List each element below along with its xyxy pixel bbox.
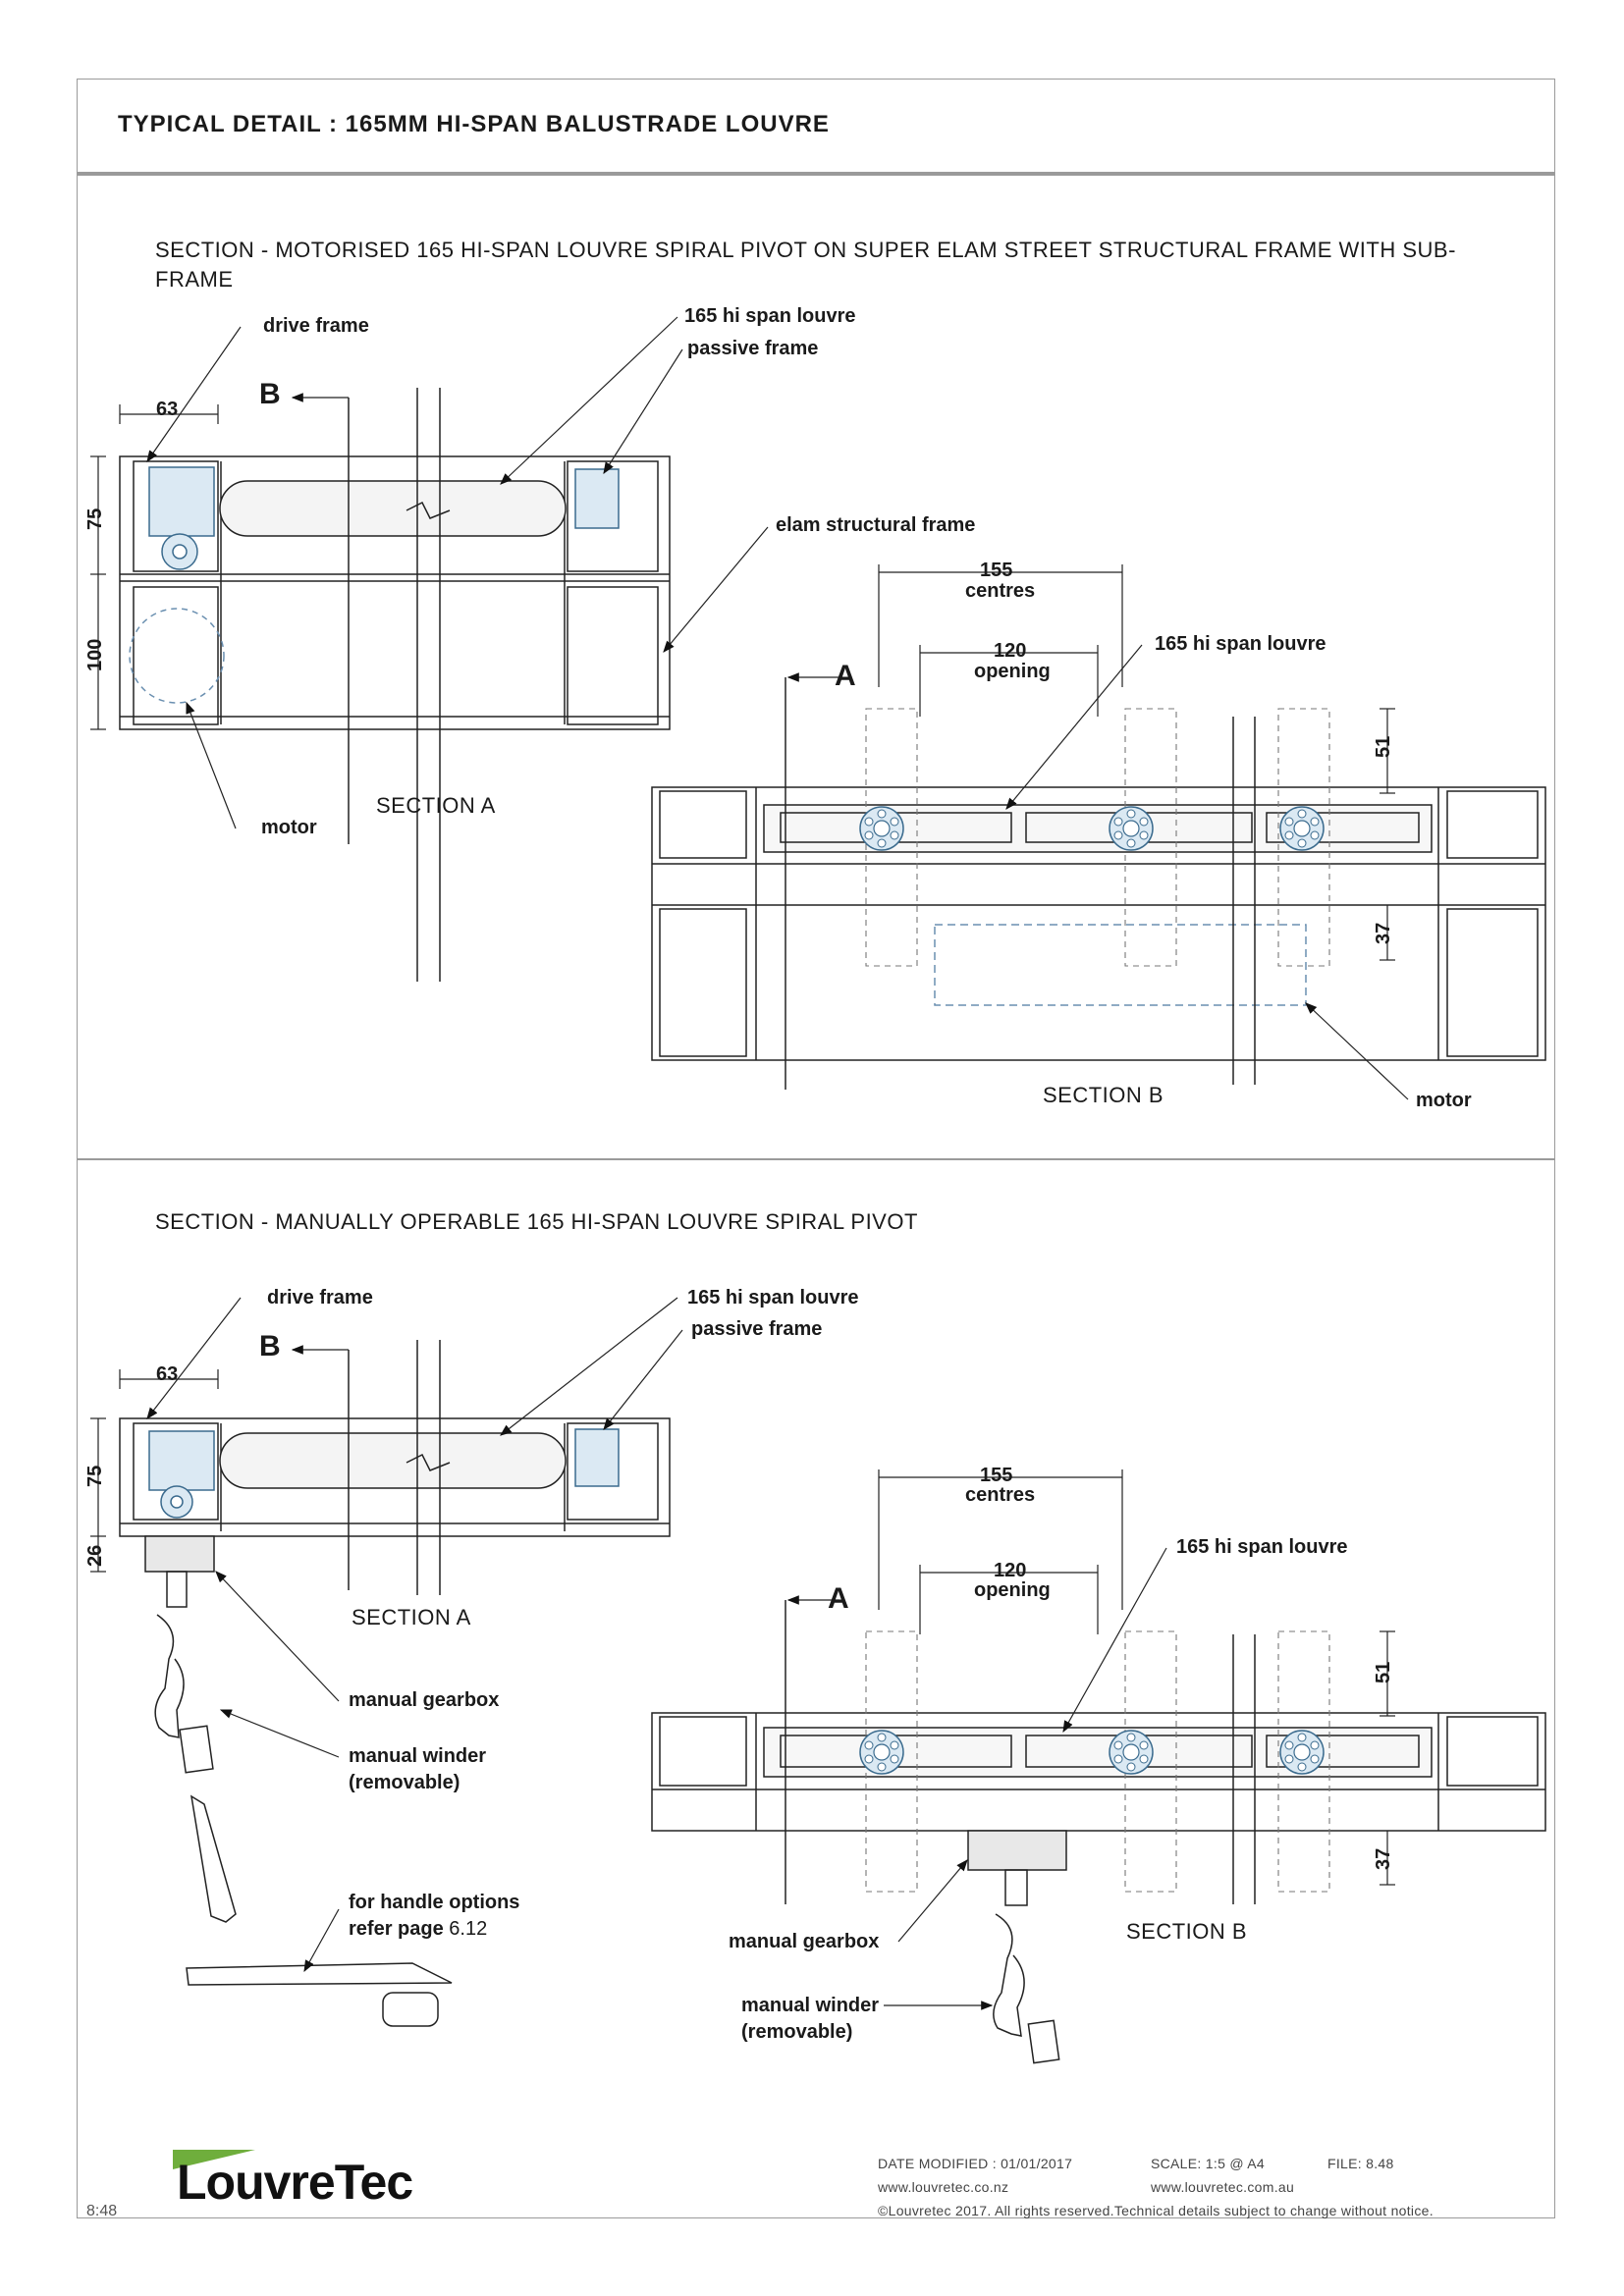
marker-a: A <box>835 660 856 692</box>
footer-web-nz[interactable]: www.louvretec.co.nz <box>878 2179 1009 2195</box>
label-hi-span-louvre: 165 hi span louvre <box>684 305 856 327</box>
label-refer-page-number: 6.12 <box>449 1918 488 1940</box>
dim-37: 37 <box>1373 922 1394 944</box>
marker-b: B <box>259 378 281 410</box>
footer-file: FILE: 8.48 <box>1327 2156 1394 2171</box>
dim-75-2: 75 <box>84 1465 106 1487</box>
dim-63: 63 <box>156 399 179 420</box>
label-drive-frame: drive frame <box>263 315 369 337</box>
dim-63-2: 63 <box>156 1363 179 1385</box>
label-manual-gearbox-b: manual gearbox <box>729 1931 880 1952</box>
dim-155-2: 155 <box>980 1465 1013 1486</box>
caption-section-a-2: SECTION A <box>352 1605 471 1629</box>
caption-section-b: SECTION B <box>1043 1083 1164 1107</box>
caption-section-b-2: SECTION B <box>1126 1919 1248 1944</box>
label-manual-gearbox: manual gearbox <box>349 1689 500 1711</box>
dim-centres-2: centres <box>965 1484 1036 1506</box>
section1-heading: SECTION - MOTORISED 165 HI-SPAN LOUVRE S… <box>155 238 1456 292</box>
page-number: 8:48 <box>86 2203 118 2219</box>
drawing-sheet-border <box>77 79 1555 2218</box>
dim-51-2: 51 <box>1373 1661 1394 1683</box>
dim-120: 120 <box>994 640 1027 662</box>
label-refer-text: refer page <box>349 1918 444 1940</box>
label-manual-winder: manual winder <box>349 1745 487 1767</box>
logo-mark-icon <box>173 2150 255 2169</box>
label-removable: (removable) <box>349 1772 460 1793</box>
label-manual-winder-b: manual winder <box>741 1995 880 2016</box>
dim-100: 100 <box>84 638 106 671</box>
footer-web-au[interactable]: www.louvretec.com.au <box>1151 2179 1295 2195</box>
dim-51: 51 <box>1373 735 1394 758</box>
label-drive-frame-2: drive frame <box>267 1287 373 1308</box>
footer-copyright: ©Louvretec 2017. All rights reserved.Tec… <box>878 2203 1434 2218</box>
dim-26-2: 26 <box>84 1544 106 1567</box>
footer-date-modified: DATE MODIFIED : 01/01/2017 <box>878 2156 1073 2171</box>
page-title: TYPICAL DETAIL : 165MM HI-SPAN BALUSTRAD… <box>118 111 830 137</box>
label-handle-options: for handle options <box>349 1892 520 1913</box>
dim-75: 75 <box>84 507 106 530</box>
title-rule <box>77 172 1555 176</box>
label-motor: motor <box>261 817 317 838</box>
caption-section-a: SECTION A <box>376 793 496 818</box>
label-elam-structural-frame: elam structural frame <box>776 514 976 536</box>
label-refer-page: refer page 6.12 <box>349 1916 487 1942</box>
dim-120-2: 120 <box>994 1560 1027 1581</box>
label-hi-span-louvre-2b: 165 hi span louvre <box>1176 1536 1348 1558</box>
label-motor-b: motor <box>1416 1090 1472 1111</box>
louvretec-logo: LouvreTec <box>169 2146 454 2215</box>
marker-a-2: A <box>828 1582 849 1615</box>
dim-opening: opening <box>974 661 1051 682</box>
section2-heading: SECTION - MANUALLY OPERABLE 165 HI-SPAN … <box>155 1209 918 1234</box>
section-divider <box>77 1158 1555 1160</box>
label-hi-span-louvre-2: 165 hi span louvre <box>687 1287 859 1308</box>
label-passive-frame: passive frame <box>687 338 819 359</box>
marker-b-2: B <box>259 1330 281 1362</box>
dim-centres: centres <box>965 580 1036 602</box>
label-hi-span-louvre-b: 165 hi span louvre <box>1155 633 1326 655</box>
logo-text: LouvreTec <box>177 2155 413 2210</box>
dim-37-2: 37 <box>1373 1847 1394 1870</box>
label-passive-frame-2: passive frame <box>691 1318 823 1340</box>
label-removable-b: (removable) <box>741 2021 853 2043</box>
dim-opening-2: opening <box>974 1579 1051 1601</box>
dim-155: 155 <box>980 560 1013 581</box>
footer-scale: SCALE: 1:5 @ A4 <box>1151 2156 1265 2171</box>
